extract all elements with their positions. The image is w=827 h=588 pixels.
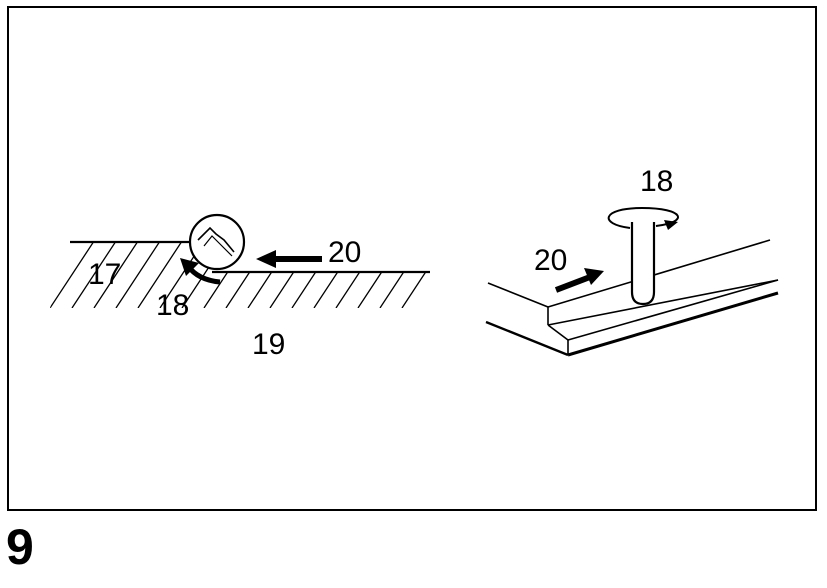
rabbet-floor-edge [547,279,779,326]
board-rabbet-face [547,324,569,341]
label-workpiece-19: 19 [252,328,285,361]
router-bit-circle [188,213,246,271]
board-front-top-edge [485,320,569,357]
board-right-edge [567,279,779,341]
right-view: 18 20 [485,165,779,357]
bit-profile-inner [203,235,233,257]
rotation-arrowhead [180,258,199,276]
feed-arrowhead-right [584,268,604,285]
label-feed-20-left: 20 [328,236,361,269]
rotation-ellipse [607,206,679,229]
router-bit-shaft [630,222,656,306]
bit-profile [197,226,235,253]
label-feed-20-right: 20 [534,244,567,277]
feed-arrow-shaft-right [554,274,592,293]
board-front-bottom-edge [567,291,779,357]
left-view: 17 18 19 20 [50,213,430,361]
rotation-ellipse-arrowhead [664,220,678,230]
diagram-frame [7,6,817,511]
figure-number: 9 [6,519,34,575]
label-material-17: 17 [88,258,121,291]
label-rotation-18-right: 18 [640,165,673,198]
board-top-back-edge [487,282,549,308]
feed-arrowhead [256,250,276,268]
rabbet-inner-edge [547,239,771,308]
label-rotation-18-left: 18 [156,289,189,322]
